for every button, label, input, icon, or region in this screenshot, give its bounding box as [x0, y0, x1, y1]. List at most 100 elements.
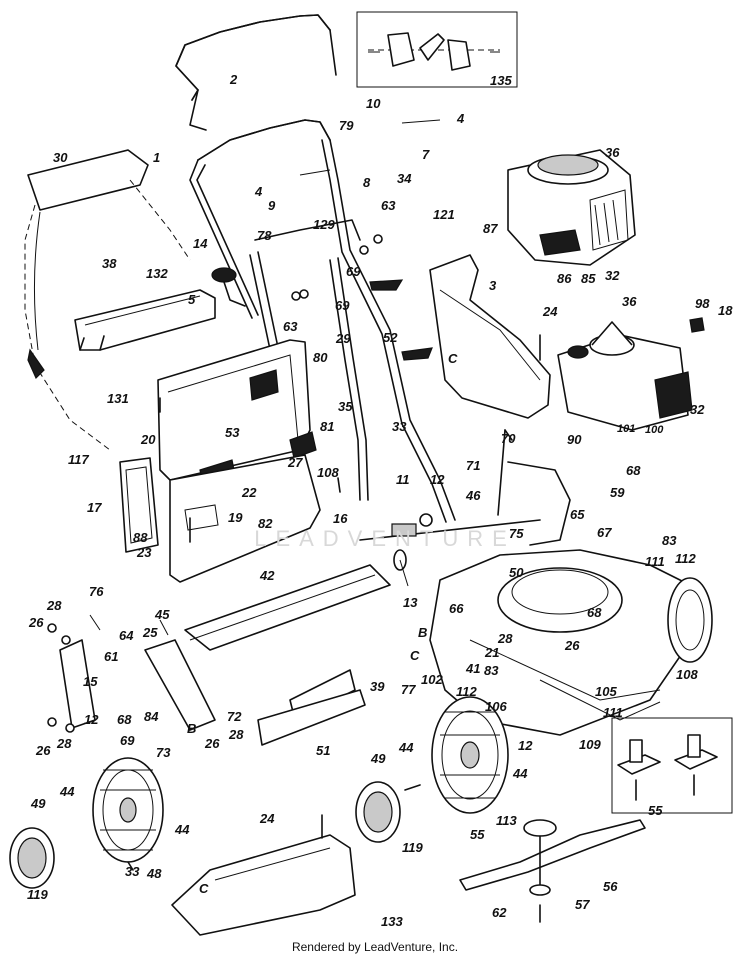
part-label: 3: [489, 278, 497, 293]
part-label: 14: [193, 236, 208, 251]
part-label: 68: [117, 712, 132, 727]
watermark-text: LEADVENTURE: [254, 526, 516, 551]
part-label: 28: [56, 736, 72, 751]
part-label: 13: [403, 595, 418, 610]
bag-frame: [74, 289, 216, 351]
part-label: C: [448, 351, 458, 366]
part-label: 72: [227, 709, 242, 724]
part-label: 90: [567, 432, 582, 447]
part-label: 85: [581, 271, 596, 286]
part-label: 8: [363, 175, 371, 190]
part-label: 76: [89, 584, 104, 599]
part-label: 26: [564, 638, 580, 653]
part-label: 75: [509, 526, 524, 541]
part-label: 25: [142, 625, 158, 640]
part-label: 53: [225, 425, 240, 440]
part-label: 1: [153, 150, 160, 165]
part-label: 34: [397, 171, 412, 186]
part-label: 19: [228, 510, 243, 525]
part-label: 63: [283, 319, 298, 334]
part-label: 117: [68, 452, 89, 467]
part-label: B: [418, 625, 427, 640]
part-label: 80: [313, 350, 328, 365]
rear-right-wheel: [667, 577, 713, 663]
part-label: 73: [156, 745, 171, 760]
part-label: 129: [313, 217, 335, 232]
part-label: 2: [229, 72, 238, 87]
part-label: 5: [188, 292, 196, 307]
part-label: 105: [595, 684, 617, 699]
part-label: 48: [146, 866, 162, 881]
left-height-bracket: [59, 639, 216, 731]
part-label: 64: [119, 628, 134, 643]
cutting-blade: [459, 819, 646, 923]
part-label: 87: [483, 221, 498, 236]
part-label: 26: [28, 615, 44, 630]
part-label: 30: [53, 150, 68, 165]
part-label: 52: [383, 330, 398, 345]
part-label: 50: [509, 565, 524, 580]
part-label: 55: [470, 827, 485, 842]
rear-door-panel: [119, 454, 321, 583]
part-label: 51: [316, 743, 330, 758]
part-label: 36: [622, 294, 637, 309]
part-label: 131: [107, 391, 129, 406]
part-label: 26: [204, 736, 220, 751]
mower-deck: [429, 549, 706, 736]
part-label: 79: [339, 118, 354, 133]
part-label: 20: [140, 432, 156, 447]
part-label: 77: [401, 682, 416, 697]
part-label: 49: [30, 796, 46, 811]
part-label: 35: [338, 399, 353, 414]
part-label: 44: [512, 766, 528, 781]
part-label: 46: [465, 488, 481, 503]
part-label: 44: [59, 784, 75, 799]
part-label: 68: [587, 605, 602, 620]
part-label: 61: [104, 649, 118, 664]
part-label: 29: [335, 331, 351, 346]
part-label: 9: [268, 198, 276, 213]
part-label: 83: [484, 663, 499, 678]
part-label: C: [199, 881, 209, 896]
part-label: 12: [84, 712, 99, 727]
part-label: 88: [133, 530, 148, 545]
part-label: 32: [605, 268, 620, 283]
part-label: 106: [485, 699, 507, 714]
part-label: 42: [259, 568, 275, 583]
part-label: 71: [466, 458, 480, 473]
part-label: 12: [430, 472, 445, 487]
part-label: 39: [370, 679, 385, 694]
part-label: 111: [645, 554, 665, 569]
part-label: 7: [422, 147, 430, 162]
part-label: 112: [456, 684, 477, 699]
part-label: 27: [287, 455, 303, 470]
engine-fuel-tank-assembly: [557, 321, 693, 431]
blade-adapter-parts: [617, 734, 718, 801]
part-label: 33: [392, 419, 407, 434]
part-label: 133: [381, 914, 403, 929]
left-hubcap: [9, 827, 55, 889]
upper-handle: [175, 14, 337, 131]
part-label: 65: [570, 507, 585, 522]
part-label: 32: [690, 402, 705, 417]
part-label: 63: [381, 198, 396, 213]
part-label: 121: [433, 207, 455, 222]
inset-box-135: [356, 11, 518, 88]
height-adjust-lever: [497, 429, 571, 546]
grass-catcher-bag: [24, 149, 191, 451]
discharge-chute: [429, 254, 551, 419]
part-label: 135: [490, 73, 512, 88]
rear-axle: [359, 513, 541, 571]
part-label: 56: [603, 879, 618, 894]
part-label: 44: [398, 740, 414, 755]
rear-skirt: [171, 834, 356, 936]
front-wheel-113: [431, 696, 509, 814]
part-label: 24: [259, 811, 275, 826]
part-number-labels: 2 135 10 4 79 7 8 34 1 30 4 9 129 36 87 …: [27, 72, 733, 929]
part-label: 111: [603, 705, 623, 720]
part-label: 28: [46, 598, 62, 613]
part-label: 55: [648, 803, 663, 818]
part-label: 78: [257, 228, 272, 243]
part-label: 57: [575, 897, 590, 912]
